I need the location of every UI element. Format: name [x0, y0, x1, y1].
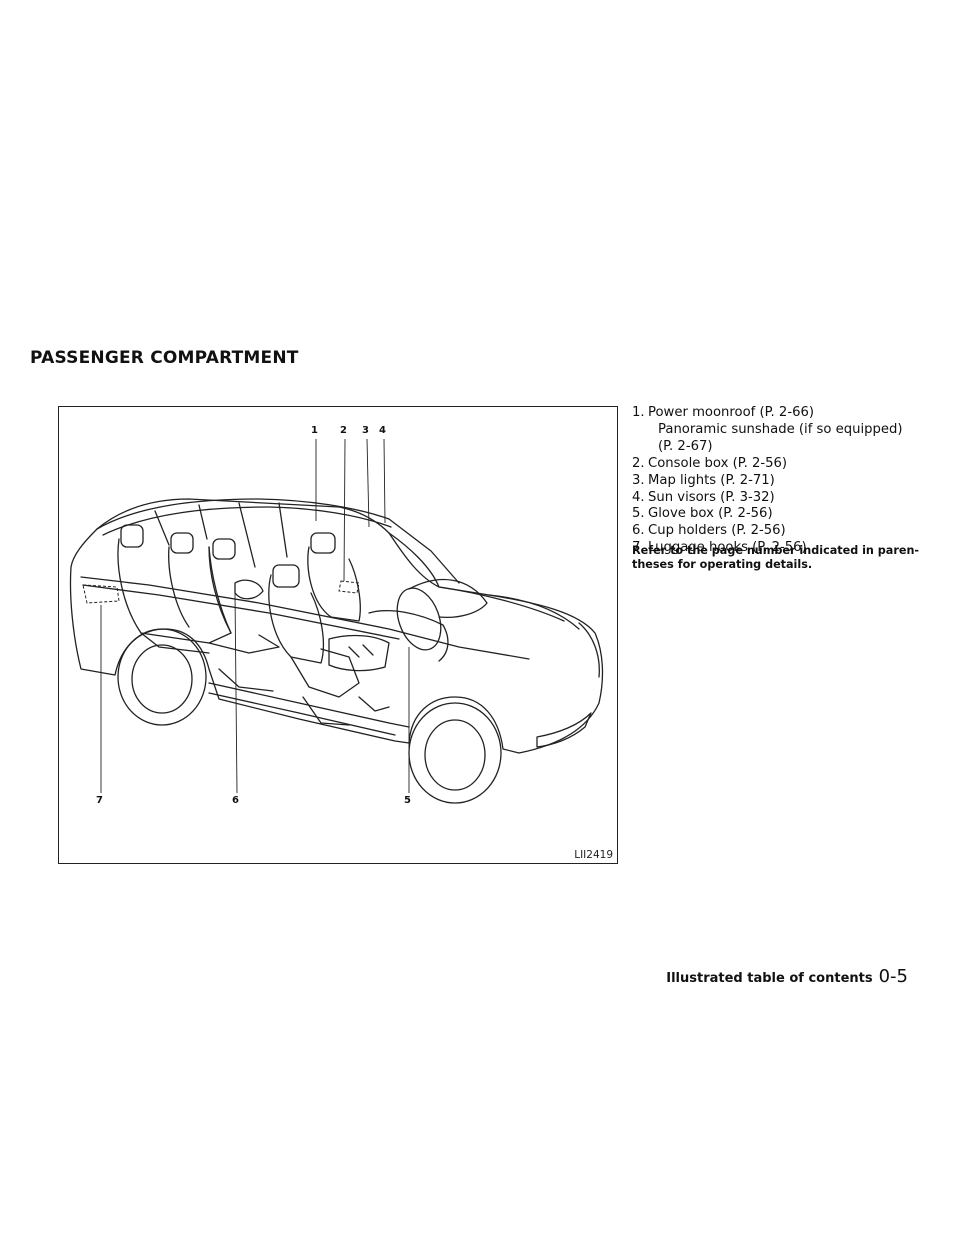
- list-item: 6. Cup holders (P. 2-56): [632, 523, 952, 540]
- car-interior-illustration: 1 2 3 4 5 6 7 LII2419: [58, 406, 618, 864]
- callout-3: 3: [362, 425, 369, 436]
- item-text: Power moonroof (P. 2-66): [648, 405, 815, 420]
- list-item: 5. Glove box (P. 2-56): [632, 506, 952, 523]
- item-number: 7.: [632, 540, 645, 556]
- item-number: 6.: [632, 523, 645, 539]
- callout-2: 2: [340, 425, 347, 436]
- car-line-drawing: [69, 438, 604, 804]
- footer-section-label: Illustrated table of contents: [666, 971, 873, 986]
- item-number: 4.: [632, 489, 645, 505]
- list-item: 7. Luggage hooks (P. 2-56): [632, 540, 952, 557]
- item-continuation: (P. 2-67): [658, 438, 713, 454]
- item-number: 5.: [632, 506, 645, 522]
- operating-note: Refer to the page number indicated in pa…: [632, 544, 920, 571]
- item-number: 3.: [632, 472, 645, 488]
- page-footer: Illustrated table of contents 0-5: [666, 966, 908, 987]
- item-text: Luggage hooks (P. 2-56): [648, 540, 807, 556]
- item-text: Sun visors (P. 3-32): [648, 489, 775, 505]
- item-list: 1. Power moonroof (P. 2-66) Panoramic su…: [632, 405, 952, 557]
- callout-6: 6: [232, 795, 239, 806]
- page-number: 0-5: [878, 966, 908, 987]
- callout-5: 5: [404, 795, 411, 806]
- item-continuation: Panoramic sunshade (if so equipped): [658, 421, 903, 437]
- list-item: 1. Power moonroof (P. 2-66) Panoramic su…: [632, 405, 952, 456]
- item-text: Console box (P. 2-56): [648, 455, 788, 471]
- callout-1: 1: [311, 425, 318, 436]
- item-text: Cup holders (P. 2-56): [648, 523, 786, 539]
- list-item: 2. Console box (P. 2-56): [632, 456, 952, 473]
- item-number: 2.: [632, 455, 645, 471]
- item-text: Map lights (P. 2-71): [648, 472, 775, 488]
- callout-7: 7: [96, 795, 103, 806]
- figure-code: LII2419: [574, 849, 613, 861]
- list-item: 4. Sun visors (P. 3-32): [632, 490, 952, 507]
- callout-4: 4: [379, 425, 386, 436]
- section-title: PASSENGER COMPARTMENT: [30, 348, 299, 368]
- item-number: 1.: [632, 405, 645, 420]
- list-item: 3. Map lights (P. 2-71): [632, 473, 952, 490]
- item-text: Glove box (P. 2-56): [648, 506, 773, 522]
